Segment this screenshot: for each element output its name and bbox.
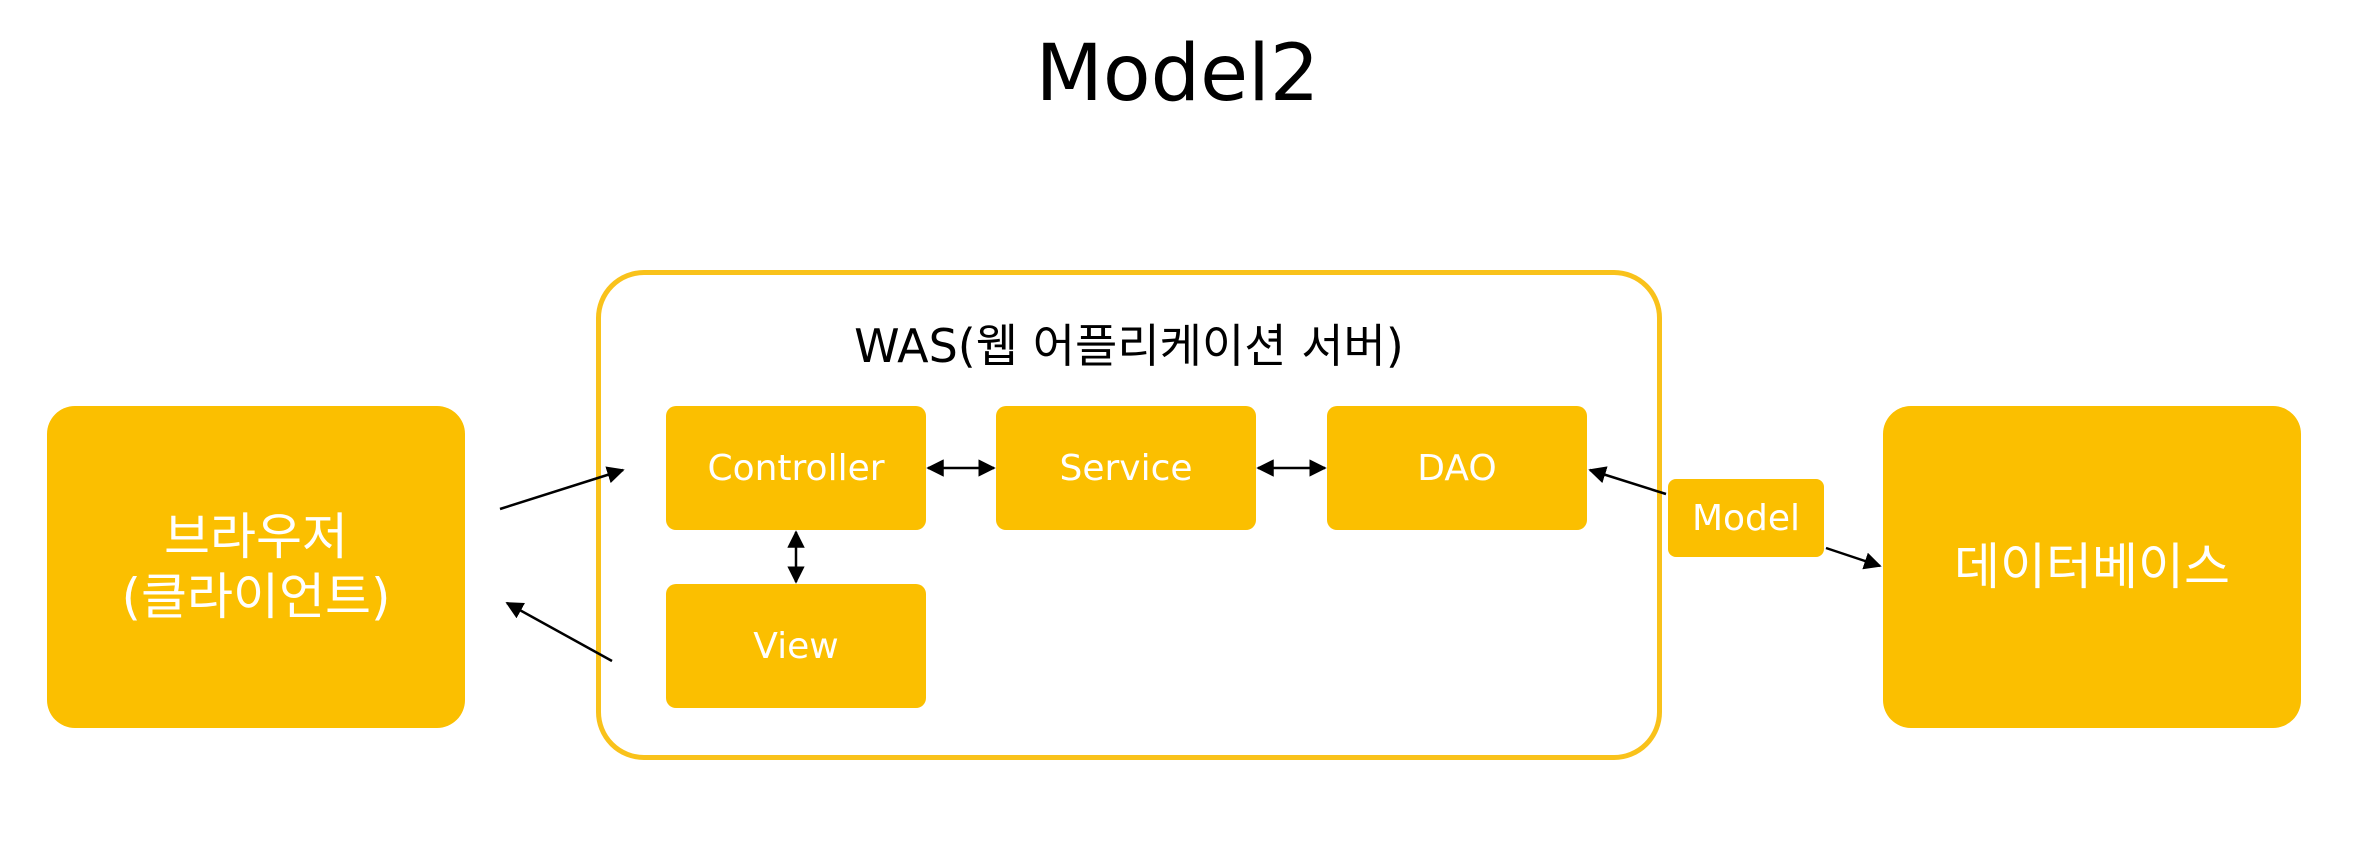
browser-box: 브라우저 (클라이언트) [47, 406, 465, 728]
controller-box: Controller [666, 406, 926, 530]
browser-label: 브라우저 [163, 508, 348, 566]
arrow-model-to-database [1825, 546, 1882, 570]
service-box: Service [996, 406, 1256, 530]
was-label: WAS(웹 어플리케이션 서버) [854, 319, 1404, 373]
database-label: 데이터베이스 [1954, 538, 2230, 596]
arrow-model-to-dao [1588, 466, 1667, 496]
model-label: Model [1691, 497, 1801, 539]
was-container [596, 270, 1662, 760]
service-label: Service [1059, 447, 1193, 489]
dao-label: DAO [1417, 447, 1497, 489]
model-box: Model [1668, 479, 1824, 557]
browser-sublabel: (클라이언트) [121, 568, 391, 626]
dao-box: DAO [1327, 406, 1587, 530]
view-box: View [666, 584, 926, 708]
arrow-browser-to-controller [499, 466, 625, 511]
database-box: 데이터베이스 [1883, 406, 2301, 728]
arrow-view-to-browser [505, 601, 613, 663]
diagram-title: Model2 [1035, 29, 1320, 119]
view-label: View [753, 625, 839, 667]
controller-label: Controller [707, 447, 885, 489]
